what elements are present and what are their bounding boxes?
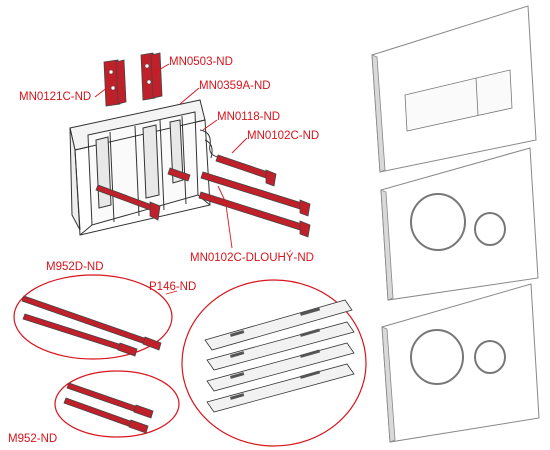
label-mn0503-nd: MN0503-ND [169,56,233,68]
mounting-frame [69,99,219,236]
m952d-rods [21,295,162,357]
label-mn0102c-dlouhy-nd: MN0102C-DLOUHÝ-ND [190,252,314,264]
rods-short [215,154,277,187]
m952d-group-ellipse [13,274,173,360]
m952-rods [63,382,154,434]
p146-plates [204,299,355,413]
label-mn0102c-nd: MN0102C-ND [247,130,320,142]
label-mn0359a-nd: MN0359A-ND [199,80,271,92]
leader-lines [94,63,248,295]
label-mn0118-nd: MN0118-ND [217,111,281,123]
label-p146-nd: P146-ND [149,281,197,293]
flush-plate-round-1 [380,147,539,301]
label-mn0121c-nd: MN0121C-ND [19,91,92,103]
frame-red-parts [95,52,191,221]
label-m952d-nd: M952D-ND [46,261,104,273]
p146-plate-details [229,307,321,400]
label-m952-nd: M952-ND [8,433,58,445]
m952-group-ellipse [54,370,180,438]
flush-plate-round-2 [381,283,540,443]
p146-group-ellipse [181,279,367,447]
red-part-holes [108,63,152,91]
rods-long [198,171,311,238]
flush-plate-rectangular [371,5,537,173]
